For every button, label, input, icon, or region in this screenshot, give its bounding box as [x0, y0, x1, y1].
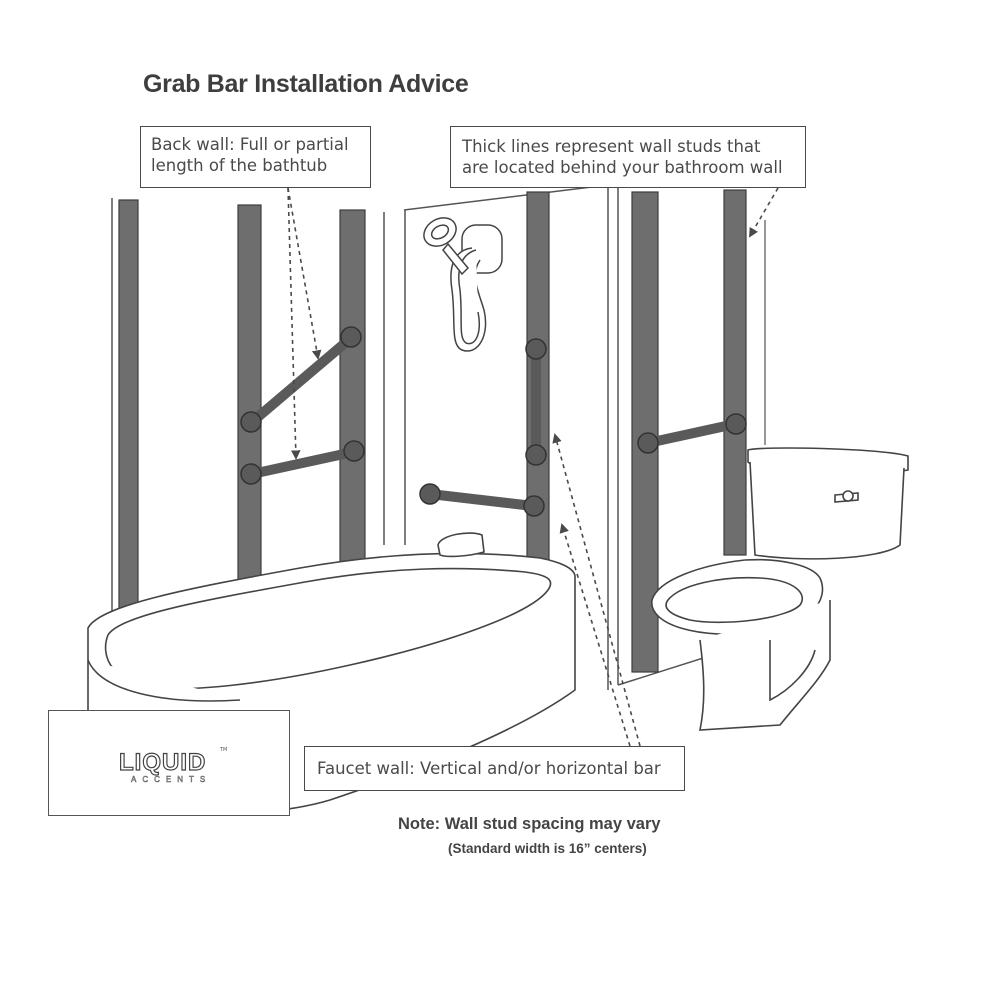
studs-callout: Thick lines represent wall studs that ar… [450, 126, 806, 188]
shower-head [419, 212, 502, 351]
faucet-wall-callout-text: Faucet wall: Vertical and/or horizontal … [317, 758, 672, 779]
stud-3 [340, 210, 365, 565]
page-title: Grab Bar Installation Advice [143, 70, 469, 99]
back-wall-studs [119, 200, 365, 615]
stud-6 [724, 190, 746, 555]
studs-callout-line1: Thick lines represent wall studs that [462, 136, 794, 157]
stud-1 [119, 200, 138, 615]
faucet-wall-callout: Faucet wall: Vertical and/or horizontal … [304, 746, 685, 791]
back-wall-callout-line2: length of the bathtub [151, 155, 360, 176]
toilet [652, 448, 908, 730]
studs-callout-line2: are located behind your bathroom wall [462, 157, 794, 178]
note-text: Note: Wall stud spacing may vary [398, 815, 661, 834]
note-subtext: (Standard width is 16” centers) [448, 841, 647, 856]
back-wall-callout: Back wall: Full or partial length of the… [140, 126, 371, 188]
logo-trademark: TM [220, 747, 227, 753]
logo-subword: ACCENTS [131, 775, 211, 784]
back-wall-callout-line1: Back wall: Full or partial [151, 134, 360, 155]
logo-word: LIQUID [119, 749, 206, 777]
stud-2 [238, 205, 261, 600]
logo: LIQUID TM ACCENTS [48, 710, 290, 816]
